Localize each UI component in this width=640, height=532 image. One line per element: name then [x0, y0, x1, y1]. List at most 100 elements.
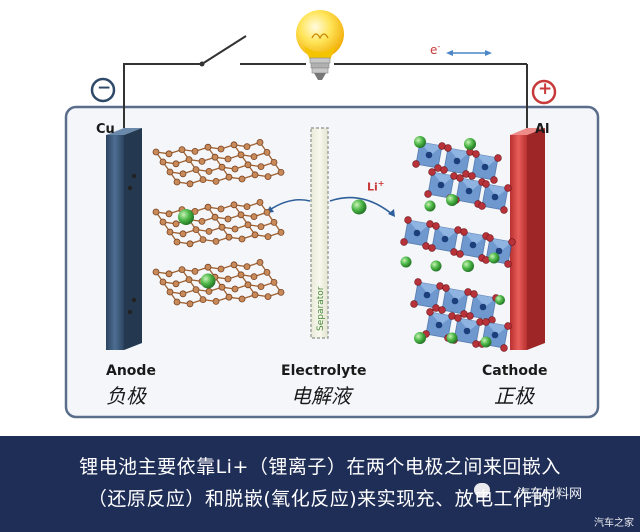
carbon-atom: [231, 285, 239, 293]
carbon-atom: [204, 263, 212, 271]
lithium-ion: [464, 138, 476, 150]
watermark-logo-icon: [474, 483, 490, 497]
oxygen-atom: [466, 312, 474, 320]
carbon-atom: [205, 167, 213, 175]
carbon-atom: [263, 208, 271, 216]
carbon-atom: [256, 198, 264, 206]
carbon-atom: [238, 235, 246, 243]
carbon-atom: [277, 228, 285, 236]
carbon-atom: [256, 138, 264, 146]
cathode-octahedron: [478, 180, 512, 214]
carbon-atom: [179, 230, 187, 238]
carbon-atom: [191, 147, 199, 155]
oxygen-atom: [482, 318, 490, 326]
carbon-atom: [251, 171, 259, 179]
electrolyte-label: Electrolyte: [281, 363, 367, 379]
carbon-atom: [173, 298, 181, 306]
cathode-label: Cathode: [482, 363, 548, 379]
lithium-ion: [488, 252, 500, 264]
carbon-atom: [237, 151, 245, 159]
carbon-atom: [225, 293, 233, 301]
oxygen-atom: [428, 168, 436, 176]
carbon-atom: [166, 228, 174, 236]
cathode-octahedron: [468, 150, 502, 184]
carbon-atom: [230, 201, 238, 209]
carbon-atom: [172, 280, 180, 288]
oxygen-atom: [432, 222, 440, 230]
oxygen-atom: [490, 176, 498, 184]
cathode-label-cn: 正极: [494, 384, 534, 408]
lithium-ion: [446, 332, 458, 344]
carbon-atom: [152, 208, 160, 216]
cathode-octahedron: [466, 290, 500, 324]
oxygen-atom: [428, 244, 436, 252]
lithium-ion: [495, 295, 505, 305]
oxygen-atom: [454, 314, 462, 322]
carbon-atom: [217, 265, 225, 273]
carbon-atom: [179, 170, 187, 178]
carbon-atom: [179, 290, 187, 298]
carbon-atom: [152, 148, 160, 156]
carbon-atom: [218, 163, 226, 171]
carbon-atom: [159, 158, 167, 166]
oxygen-atom: [504, 260, 512, 268]
carbon-atom: [224, 275, 232, 283]
oxygen-atom: [442, 284, 450, 292]
caption-line-2: （还原反应）和脱嵌(氧化反应)来实现充、放电工作的: [87, 488, 553, 510]
carbon-atom: [218, 223, 226, 231]
oxygen-atom: [494, 154, 502, 162]
cathode-plate: [510, 128, 545, 350]
carbon-atom: [224, 215, 232, 223]
oxygen-atom: [424, 190, 432, 198]
cu-label: Cu: [96, 122, 115, 137]
carbon-atom: [243, 263, 251, 271]
carbon-atom: [250, 273, 258, 281]
carbon-atom: [198, 157, 206, 165]
oxygen-atom: [486, 234, 494, 242]
carbon-atom: [244, 221, 252, 229]
carbon-atom: [192, 286, 200, 294]
carbon-atom: [166, 288, 174, 296]
cathode-lattice: [400, 138, 516, 352]
carbon-atom: [199, 236, 207, 244]
carbon-atom: [250, 153, 258, 161]
carbon-atom: [251, 231, 259, 239]
carbon-atom: [199, 296, 207, 304]
minus-sign: −: [97, 78, 112, 98]
lithium-ion: [480, 336, 492, 348]
oxygen-atom: [508, 238, 516, 246]
carbon-atom: [205, 227, 213, 235]
carbon-atom: [173, 178, 181, 186]
oxygen-atom: [412, 160, 420, 168]
carbon-atom: [178, 146, 186, 154]
cathode-octahedron: [428, 222, 462, 256]
lithium-ion: [178, 209, 194, 225]
carbon-atom: [231, 165, 239, 173]
oxygen-atom: [470, 290, 478, 298]
oxygen-atom: [478, 202, 486, 210]
carbon-atom: [204, 203, 212, 211]
carbon-atom: [264, 233, 272, 241]
carbon-atom: [257, 283, 265, 291]
carbon-atom: [238, 175, 246, 183]
cathode-octahedron: [438, 284, 472, 318]
lithium-ions: [178, 136, 505, 348]
light-bulb-icon: [296, 10, 344, 80]
carbon-atom: [205, 287, 213, 295]
carbon-atom: [199, 176, 207, 184]
carbon-atom: [186, 300, 194, 308]
anode-contact-dot: [131, 297, 137, 303]
carbon-atom: [264, 293, 272, 301]
lithium-ion: [351, 199, 367, 215]
carbon-atom: [186, 240, 194, 248]
oxygen-atom: [400, 238, 408, 246]
carbon-atom: [225, 233, 233, 241]
lithium-ion: [414, 136, 426, 148]
lithium-ion: [462, 260, 474, 272]
plus-sign: +: [538, 79, 553, 99]
carbon-atom: [198, 217, 206, 225]
negative-terminal: [90, 77, 116, 103]
carbon-atom: [165, 150, 173, 158]
carbon-atom: [270, 218, 278, 226]
carbon-atom: [192, 226, 200, 234]
